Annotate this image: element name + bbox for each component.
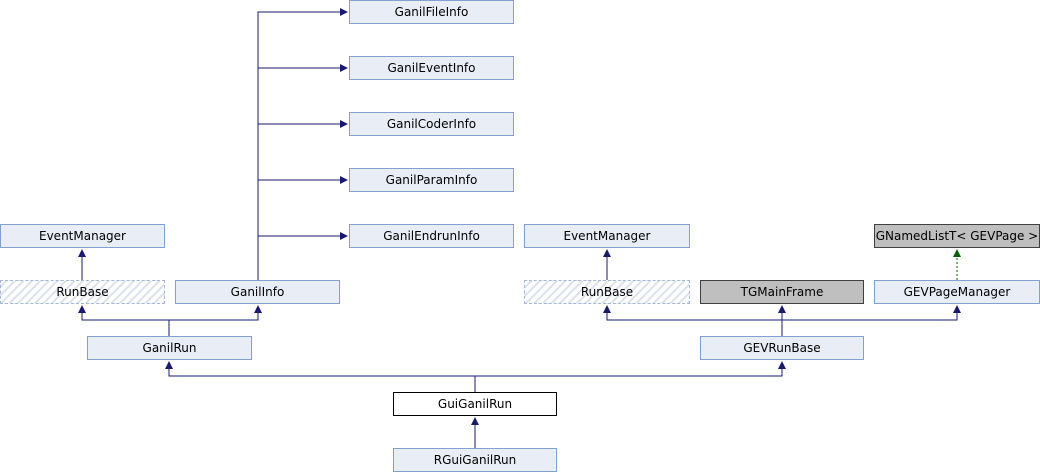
node-gev-run-base[interactable]: GEVRunBase [700,336,864,360]
node-event-manager-right[interactable]: EventManager [524,224,690,248]
node-ganil-event-info[interactable]: GanilEventInfo [349,56,514,80]
node-rgui-ganil-run[interactable]: RGuiGanilRun [393,448,557,472]
node-run-base-right[interactable]: RunBase [524,280,690,304]
edge-guiganilrun-ganilrun [165,361,476,392]
node-ganil-file-info[interactable]: GanilFileInfo [349,0,514,24]
edge-guiganilrun-gevrunbase [475,361,786,377]
edge-ganilrun-runbase [78,305,170,336]
node-ganil-endrun-info[interactable]: GanilEndrunInfo [349,224,514,248]
node-ganil-run[interactable]: GanilRun [87,336,252,360]
node-ganil-info[interactable]: GanilInfo [175,280,340,304]
node-gui-ganil-run: GuiGanilRun [393,392,557,416]
edge-gevrunbase-runbase [603,305,782,321]
node-event-manager-left[interactable]: EventManager [0,224,165,248]
node-tg-main-frame: TGMainFrame [700,280,864,304]
node-gev-page-manager[interactable]: GEVPageManager [874,280,1040,304]
edge-ganilrun-ganilinfo [169,305,262,321]
edge-gevrunbase-pagemanager [782,305,961,321]
node-run-base-left[interactable]: RunBase [0,280,165,304]
node-gnamed-list: GNamedListT< GEVPage > [874,224,1040,248]
node-ganil-coder-info[interactable]: GanilCoderInfo [349,112,514,136]
edge-ganilinfo-fileinfo [257,8,348,280]
node-ganil-param-info[interactable]: GanilParamInfo [349,168,514,192]
